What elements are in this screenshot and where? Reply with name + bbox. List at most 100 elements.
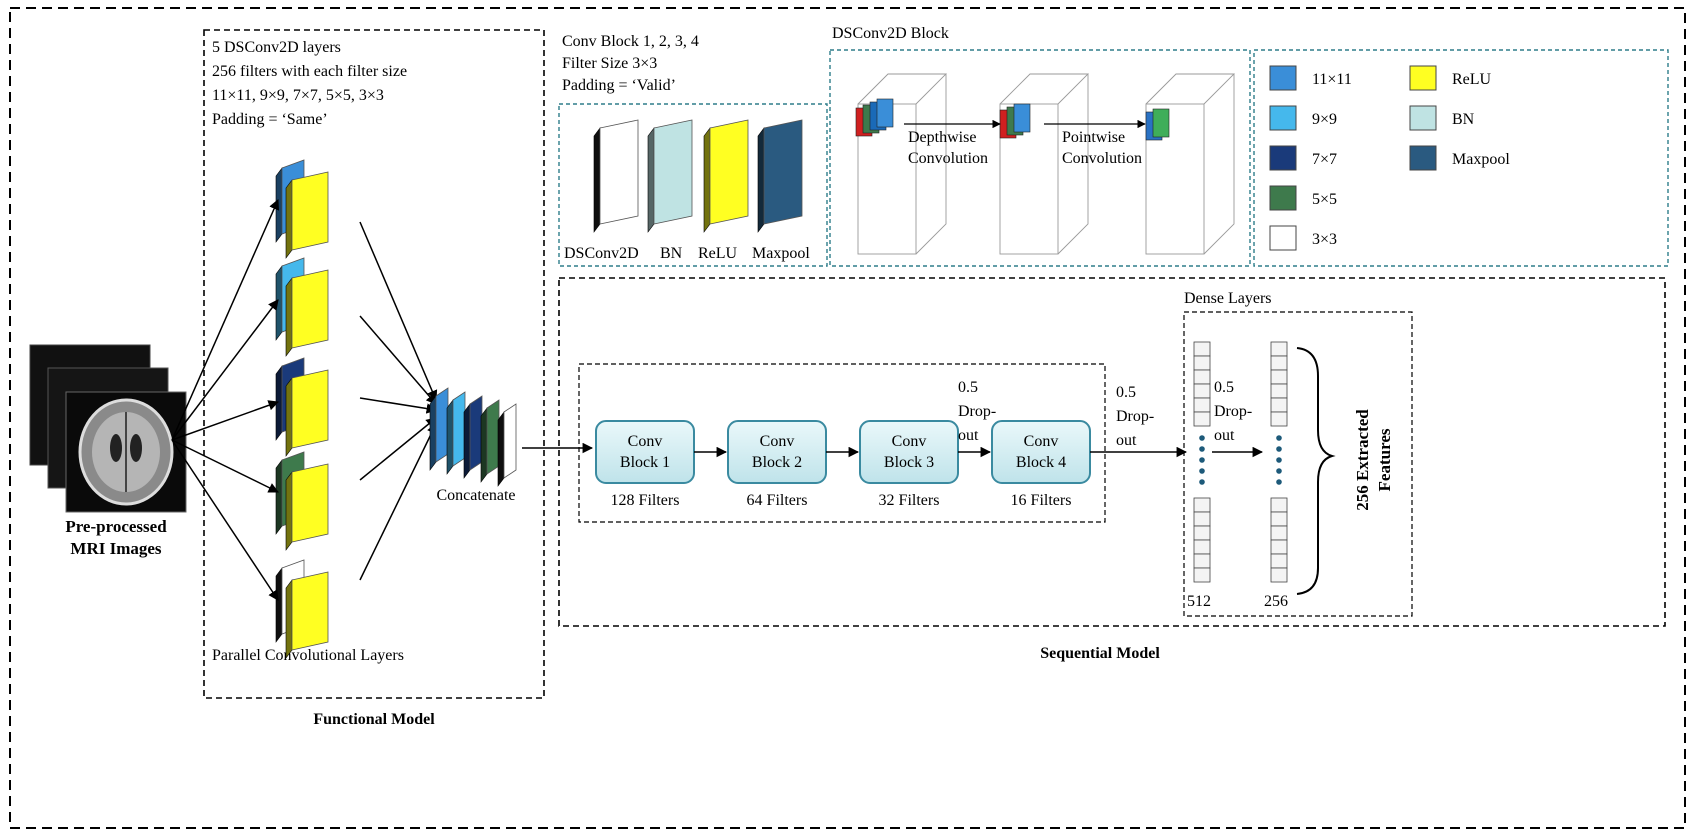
layer-11x11-relu	[285, 171, 329, 259]
concat-slice-2-face	[469, 395, 483, 471]
legend-swatch-7	[1409, 145, 1437, 171]
conv-block-4-line1: Conv	[1024, 433, 1059, 450]
legend-swatch-1	[1269, 105, 1297, 131]
concat-slice-4-edge	[497, 411, 505, 487]
dense-layers-box	[1183, 311, 1413, 617]
concat-slice-4-face	[503, 403, 517, 479]
dropout2-line1: 0.5	[1116, 384, 1136, 401]
legend-swatch-3	[1269, 185, 1297, 211]
dense-512-dot-2	[1199, 457, 1205, 463]
dense-512-neuron-top-3	[1193, 383, 1211, 399]
extracted-features-line1: 256 Extracted	[1353, 409, 1372, 511]
dense-256-neuron-bottom-1	[1270, 511, 1288, 527]
dsconv-depthwise-prism-top	[999, 73, 1090, 105]
conv-layer-label-dsconv2d: DSConv2D	[564, 245, 639, 262]
dense-512-neuron-bottom-4	[1193, 553, 1211, 569]
conv-block-1: Conv Block 1 128 Filters	[595, 420, 695, 509]
legend-item-4: 3×3	[1269, 225, 1337, 251]
layer-9x9-filter-edge	[275, 265, 283, 341]
legend-item-3: 5×5	[1269, 185, 1337, 211]
dense-layer-256	[1270, 341, 1288, 583]
dense-512-neuron-bottom-0	[1193, 497, 1211, 513]
legend-item-1: 9×9	[1269, 105, 1337, 131]
dense-size-256: 256	[1264, 593, 1288, 610]
depthwise-line1: Depthwise	[908, 129, 976, 146]
dense-layer-512	[1193, 341, 1211, 583]
legend-box	[1253, 49, 1669, 267]
arrow-to-layer-3	[171, 439, 279, 601]
layer-5x5-relu-edge	[285, 471, 293, 551]
legend-swatch-0	[1269, 65, 1297, 91]
dense-512-neuron-bottom-3	[1193, 539, 1211, 555]
layer-7x7-relu-face	[291, 369, 329, 449]
concat-slice-4	[497, 403, 517, 487]
conv-block-4-filters: 16 Filters	[1011, 492, 1072, 509]
concatenate-stack	[429, 387, 517, 487]
dsconv-block-title: DSConv2D Block	[832, 25, 949, 42]
layer-11x11-relu-edge	[285, 179, 293, 259]
legend-label-1: 9×9	[1312, 111, 1337, 128]
layer-11x11-relu-face	[291, 171, 329, 251]
conv-block-1-filters: 128 Filters	[611, 492, 680, 509]
dropout3-line1: 0.5	[1214, 379, 1234, 396]
dense-512-dot-1	[1199, 446, 1205, 452]
legend-label-0: 11×11	[1312, 71, 1352, 88]
extracted-features-line2: Features	[1375, 428, 1394, 491]
dropout2-line3: out	[1116, 432, 1137, 449]
layer-3x3-filter-edge	[275, 567, 283, 643]
conv-info-line1: Conv Block 1, 2, 3, 4	[562, 33, 699, 50]
input-cube-icon	[855, 98, 894, 137]
concat-slice-0-face	[435, 387, 449, 463]
depthwise-cube-icon-slice-2	[1013, 103, 1031, 133]
dropout1-line2: Drop-	[958, 403, 996, 420]
legend-label-7: Maxpool	[1452, 151, 1510, 168]
conv-layer-label-maxpool: Maxpool	[752, 245, 810, 262]
dropout1-line1: 0.5	[958, 379, 978, 396]
legend-swatch-4	[1269, 225, 1297, 251]
arrow-from-layer-3	[359, 423, 437, 581]
dense-size-512: 512	[1187, 593, 1211, 610]
legend-item-7: Maxpool	[1409, 145, 1510, 171]
legend-label-6: BN	[1452, 111, 1475, 128]
conv-layer-dsconv2d	[593, 119, 639, 233]
legend-item-6: BN	[1409, 105, 1475, 131]
concat-slice-3-face	[486, 399, 500, 475]
dense-256-neuron-top-2	[1270, 369, 1288, 385]
arrow-to-layer-5	[171, 439, 279, 493]
dense-512-neuron-top-2	[1193, 369, 1211, 385]
dense-512-dot-3	[1199, 468, 1205, 474]
legend-label-4: 3×3	[1312, 231, 1337, 248]
concat-slice-3-edge	[480, 407, 488, 483]
layer-9x9-relu	[285, 269, 329, 357]
dense-256-neuron-bottom-5	[1270, 567, 1288, 583]
concat-slice-1-edge	[446, 399, 454, 475]
concat-slice-2	[463, 395, 483, 479]
conv-layer-maxpool-face	[763, 119, 803, 225]
layer-7x7-relu-edge	[285, 377, 293, 457]
concat-slice-2-edge	[463, 403, 471, 479]
arrow-to-layer-9	[171, 299, 279, 441]
layer-11x11-filter-edge	[275, 167, 283, 243]
layer-9x9-relu-face	[291, 269, 329, 349]
dense-512-neuron-bottom-1	[1193, 511, 1211, 527]
dense-256-neuron-bottom-3	[1270, 539, 1288, 555]
functional-layers-title: 5 DSConv2D layers	[212, 39, 341, 56]
conv-layer-bn	[647, 119, 693, 233]
input-label-line1: Pre-processed	[65, 517, 167, 536]
dsconv-input-prism-top	[857, 73, 948, 105]
concat-slice-0	[429, 387, 449, 471]
conv-layer-maxpool-edge	[757, 127, 765, 233]
layer-3x3-relu-face	[291, 571, 329, 651]
conv-info-line3: Padding = ‘Valid’	[562, 77, 676, 94]
concat-slice-1	[446, 391, 466, 475]
dsconv-pointwise-prism-front	[1145, 103, 1205, 255]
conv-block-2-shape	[727, 420, 827, 484]
arrow-from-layer-7	[359, 397, 438, 414]
dense-256-neuron-top-0	[1270, 341, 1288, 357]
conv-block-layers	[593, 119, 803, 233]
conv-block-3-filters: 32 Filters	[879, 492, 940, 509]
dense-512-neuron-top-0	[1193, 341, 1211, 357]
conv-block-4-line2: Block 4	[1016, 454, 1066, 471]
legend-item-5: ReLU	[1409, 65, 1492, 91]
dense-512-neuron-bottom-5	[1193, 567, 1211, 583]
